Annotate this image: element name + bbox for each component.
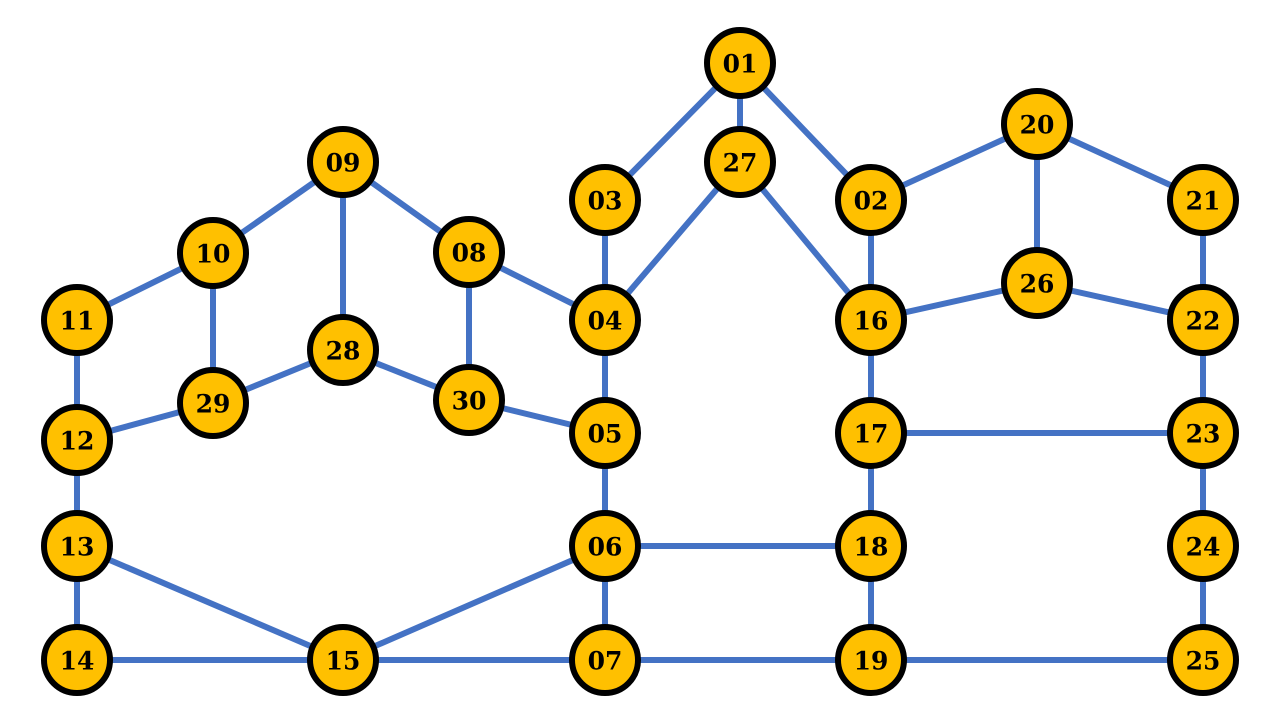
edge-13-15 — [74, 543, 346, 663]
node-circle — [41, 624, 113, 696]
node-15: 15 — [307, 624, 379, 696]
node-circle — [569, 624, 641, 696]
node-label: 21 — [1186, 187, 1221, 216]
node-label: 27 — [723, 149, 758, 178]
node-circle — [835, 284, 907, 356]
node-11: 11 — [41, 284, 113, 356]
node-label: 29 — [196, 390, 231, 419]
node-09: 09 — [307, 126, 379, 198]
node-label: 13 — [60, 533, 95, 562]
node-circle — [569, 284, 641, 356]
node-18: 18 — [835, 510, 907, 582]
node-07: 07 — [569, 624, 641, 696]
node-12: 12 — [41, 404, 113, 476]
node-circle — [1167, 397, 1239, 469]
node-circle — [1167, 624, 1239, 696]
node-label: 26 — [1020, 270, 1055, 299]
node-label: 17 — [854, 420, 889, 449]
node-28: 28 — [307, 314, 379, 386]
node-circle — [835, 397, 907, 469]
node-circle — [433, 216, 505, 288]
node-23: 23 — [1167, 397, 1239, 469]
node-22: 22 — [1167, 284, 1239, 356]
node-04: 04 — [569, 284, 641, 356]
node-circle — [1167, 284, 1239, 356]
node-circle — [307, 314, 379, 386]
node-label: 22 — [1186, 307, 1221, 336]
node-label: 08 — [452, 239, 487, 268]
node-circle — [569, 510, 641, 582]
node-circle — [41, 404, 113, 476]
node-circle — [177, 367, 249, 439]
node-01: 01 — [704, 27, 776, 99]
node-label: 09 — [326, 149, 361, 178]
node-05: 05 — [569, 397, 641, 469]
node-label: 05 — [588, 420, 623, 449]
node-label: 15 — [326, 647, 361, 676]
node-circle — [569, 397, 641, 469]
node-label: 03 — [588, 187, 623, 216]
node-label: 02 — [854, 187, 889, 216]
node-27: 27 — [704, 126, 776, 198]
node-21: 21 — [1167, 164, 1239, 236]
node-label: 20 — [1020, 111, 1055, 140]
node-02: 02 — [835, 164, 907, 236]
node-17: 17 — [835, 397, 907, 469]
node-circle — [835, 510, 907, 582]
node-circle — [704, 126, 776, 198]
node-circle — [835, 624, 907, 696]
node-label: 18 — [854, 533, 889, 562]
node-label: 12 — [60, 427, 95, 456]
node-label: 24 — [1186, 533, 1221, 562]
node-label: 23 — [1186, 420, 1221, 449]
node-circle — [307, 624, 379, 696]
node-circle — [1167, 164, 1239, 236]
node-label: 06 — [588, 533, 623, 562]
node-08: 08 — [433, 216, 505, 288]
node-label: 30 — [452, 387, 487, 416]
node-circle — [835, 164, 907, 236]
node-circle — [1001, 88, 1073, 160]
node-14: 14 — [41, 624, 113, 696]
node-25: 25 — [1167, 624, 1239, 696]
node-16: 16 — [835, 284, 907, 356]
node-06: 06 — [569, 510, 641, 582]
node-10: 10 — [177, 217, 249, 289]
node-13: 13 — [41, 510, 113, 582]
node-26: 26 — [1001, 247, 1073, 319]
node-label: 10 — [196, 240, 231, 269]
node-circle — [307, 126, 379, 198]
node-circle — [41, 284, 113, 356]
node-label: 07 — [588, 647, 623, 676]
node-20: 20 — [1001, 88, 1073, 160]
node-circle — [41, 510, 113, 582]
node-circle — [177, 217, 249, 289]
node-29: 29 — [177, 367, 249, 439]
node-circle — [1167, 510, 1239, 582]
node-24: 24 — [1167, 510, 1239, 582]
node-label: 01 — [723, 50, 758, 79]
nodes-layer: 01 02 03 04 05 06 07 08 09 10 11 12 13 14 15 16 17 18 19 20… — [41, 27, 1239, 696]
node-label: 11 — [60, 307, 95, 336]
node-circle — [433, 364, 505, 436]
node-19: 19 — [835, 624, 907, 696]
edge-06-15 — [340, 543, 608, 663]
node-circle — [569, 164, 641, 236]
node-circle — [704, 27, 776, 99]
node-label: 25 — [1186, 647, 1221, 676]
node-30: 30 — [433, 364, 505, 436]
node-label: 19 — [854, 647, 889, 676]
node-label: 04 — [588, 307, 623, 336]
node-circle — [1001, 247, 1073, 319]
node-03: 03 — [569, 164, 641, 236]
node-label: 16 — [854, 307, 889, 336]
node-label: 28 — [326, 337, 361, 366]
node-label: 14 — [60, 647, 95, 676]
